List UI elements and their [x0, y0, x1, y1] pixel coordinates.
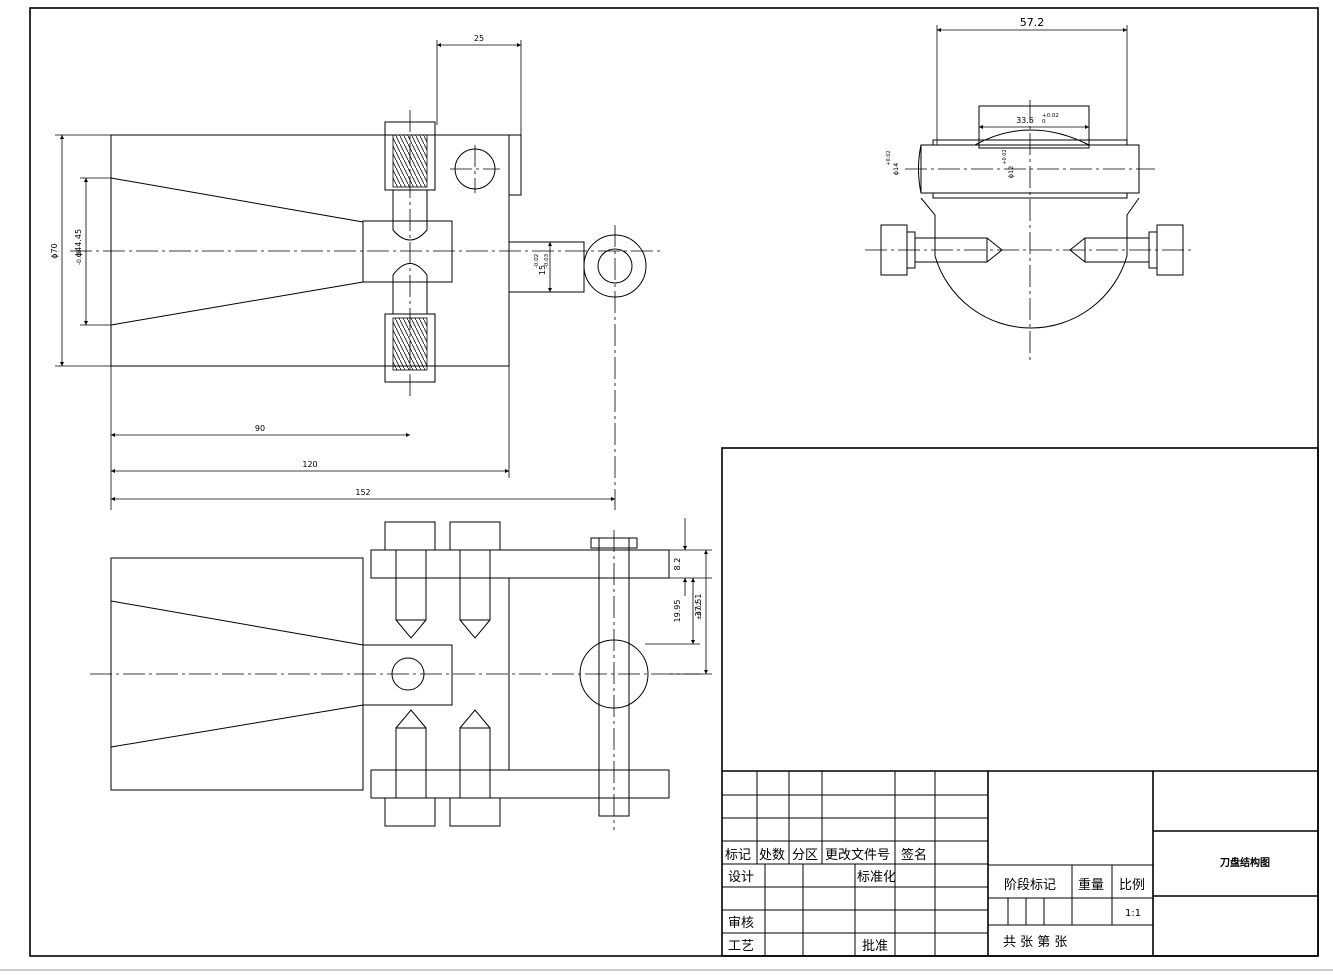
- bolt-bottom-2: [449, 797, 501, 827]
- tb-scale: 比例: [1119, 878, 1145, 893]
- tb-design: 设计: [728, 870, 754, 885]
- dim-37-51: 37.51: [694, 594, 703, 617]
- tb-approve: 批准: [862, 939, 888, 954]
- tb-review: 审核: [728, 916, 754, 931]
- center-block: [362, 220, 453, 283]
- tb-title: 刀盘结构图: [1220, 856, 1270, 869]
- dim-15-tol1: -0.02: [534, 254, 540, 268]
- tb-standardize: 标准化: [857, 870, 896, 885]
- dim-phi44-tol: -0.03: [76, 249, 83, 265]
- title-block: 标记 处数 分区 更改文件号 签名 设计 标准化 审核 工艺 批准 阶段标记 重…: [721, 447, 1319, 957]
- dim-phi44: ϕ44.45: [74, 229, 83, 257]
- body-outline: [110, 134, 510, 367]
- dim-phi14-tol: +0.02: [886, 150, 892, 165]
- dim-8-2: 8.2: [673, 558, 682, 571]
- tb-header-zone: 分区: [792, 848, 818, 863]
- tb-sheets: 共 张 第 张: [1003, 935, 1067, 950]
- dim-33-5-tol2: 0: [1042, 119, 1046, 125]
- front-view-dims: 25 ϕ70 ϕ44.45 -0.03 15 -0.02 -0.03 90 12…: [50, 34, 615, 510]
- dim-33-5: 33.5: [1016, 116, 1034, 125]
- tb-weight: 重量: [1078, 877, 1104, 893]
- tb-stage-mark: 阶段标记: [1004, 878, 1056, 893]
- tb-scale-value: 1:1: [1125, 908, 1141, 919]
- dim-15-tol2: -0.03: [544, 253, 550, 268]
- dim-25: 25: [474, 34, 484, 43]
- tb-header-docno: 更改文件号: [825, 848, 890, 863]
- disc-arc: [934, 255, 1128, 329]
- dim-90: 90: [255, 424, 265, 433]
- front-view: [70, 110, 660, 510]
- tb-process: 工艺: [728, 939, 754, 954]
- dim-phi12: ϕ12: [1007, 166, 1015, 179]
- tb-header-sign: 签名: [901, 847, 927, 863]
- dim-37-51-tol: ±0.02: [696, 601, 703, 620]
- dim-19-95: 19.95: [673, 600, 682, 623]
- bolt-bottom-1: [384, 797, 436, 827]
- dim-57-2: 57.2: [1020, 16, 1045, 29]
- dim-152: 152: [355, 488, 370, 497]
- bolt-top-1: [384, 521, 436, 551]
- drawing-border: [29, 7, 1319, 957]
- dim-phi70: ϕ70: [50, 243, 59, 258]
- dim-phi12-tol: +0.02: [1002, 149, 1008, 164]
- tb-header-mark: 标记: [725, 848, 751, 863]
- bolt-top-2: [449, 521, 501, 551]
- ring-inner: [597, 248, 633, 284]
- dim-15: 15: [538, 265, 547, 275]
- dim-120: 120: [302, 460, 317, 469]
- dim-33-5-tol: +0.02: [1042, 113, 1059, 119]
- tb-header-count: 处数: [759, 848, 785, 863]
- dim-phi14: ϕ14: [892, 163, 900, 176]
- side-view: 57.2 33.5 +0.02 0 ϕ14 +0.02 ϕ12 +0.02: [865, 16, 1195, 362]
- top-view: 8.2 19.95 37.51 ±0.02: [90, 518, 712, 830]
